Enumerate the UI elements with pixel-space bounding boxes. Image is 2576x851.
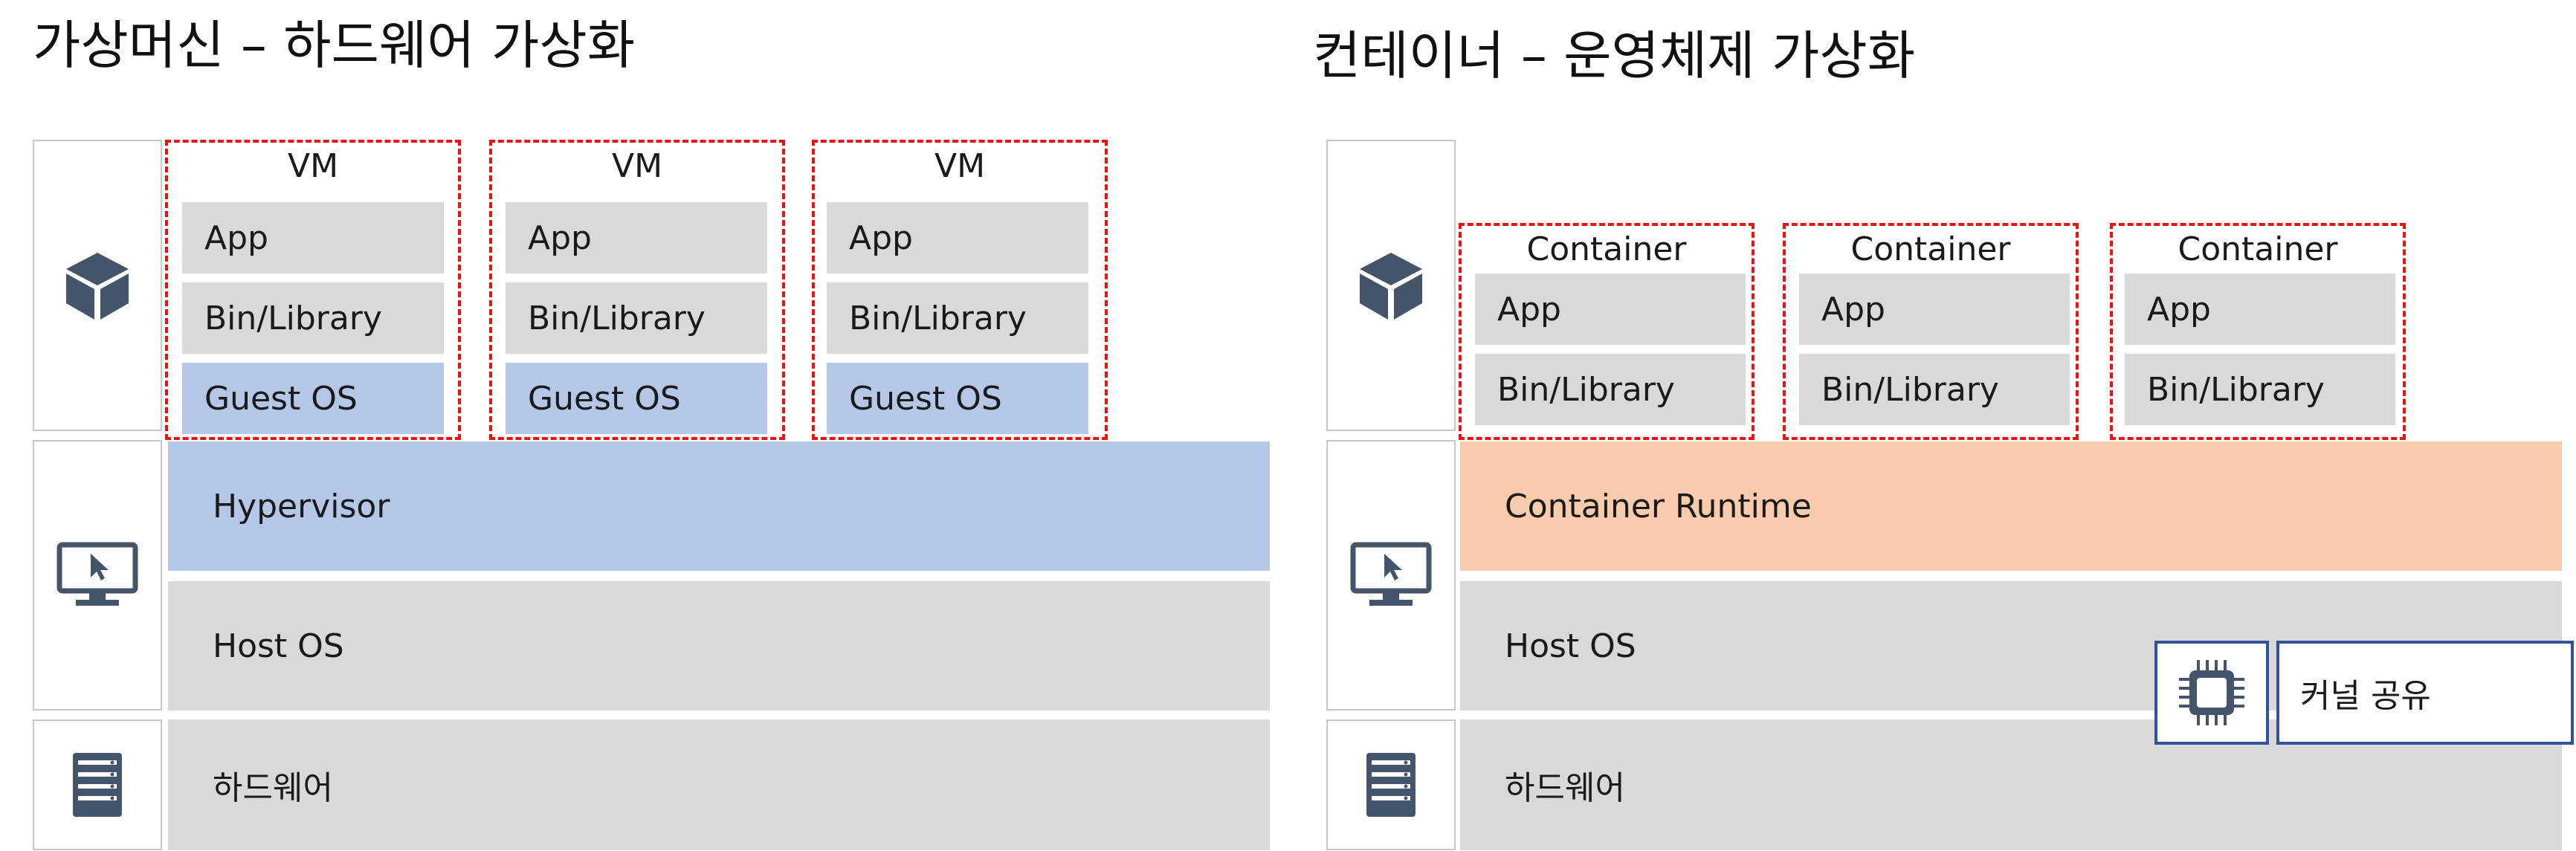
monitor-icon: [1350, 542, 1432, 606]
vm-guest-os-layer: Guest OS: [182, 363, 444, 434]
monitor-icon: [57, 542, 138, 606]
vm-app-layer: App: [506, 202, 767, 274]
container-label: Container: [1850, 230, 2011, 268]
vm-box: [812, 140, 1108, 440]
container-label: Container: [1526, 230, 1687, 268]
container-bin-library-layer: Bin/Library: [1799, 354, 2070, 425]
cube-icon: [1360, 253, 1422, 320]
container-box: [2110, 223, 2406, 440]
server-icon: [73, 753, 122, 817]
kernel-share-label: 커널 공유: [2276, 641, 2574, 745]
vm-hw-icon-box: [33, 719, 162, 850]
container-panel-title: 컨테이너 – 운영체제 가상화: [1313, 25, 1916, 86]
cube-icon: [66, 253, 129, 320]
container-app-layer: App: [1475, 274, 1746, 345]
container-label: Container: [2178, 230, 2338, 268]
container-box: [1783, 223, 2079, 440]
server-icon: [1366, 753, 1415, 817]
vm-label: VM: [287, 147, 339, 185]
container-hw-icon-box: [1326, 719, 1456, 850]
vm-app-icon-box: [33, 140, 162, 431]
hypervisor-layer: Hypervisor: [168, 441, 1270, 571]
container-app-layer: App: [2125, 274, 2395, 345]
container-app-layer: App: [1799, 274, 2070, 345]
vm-bin-library-layer: Bin/Library: [182, 282, 444, 354]
vm-guest-os-layer: Guest OS: [506, 363, 767, 434]
chip-icon: [2179, 660, 2244, 725]
vm-box: [165, 140, 461, 440]
vm-bin-library-layer: Bin/Library: [506, 282, 767, 354]
vm-box: [489, 140, 785, 440]
vm-panel-title: 가상머신 – 하드웨어 가상화: [33, 15, 636, 76]
vm-app-layer: App: [182, 202, 444, 274]
kernel-chip-box: [2154, 641, 2269, 745]
vm-hardware-layer: 하드웨어: [168, 719, 1270, 850]
vm-app-layer: App: [827, 202, 1088, 274]
vm-host-os-layer: Host OS: [168, 581, 1270, 711]
container-os-icon-box: [1326, 440, 1456, 711]
container-app-icon-box: [1326, 140, 1456, 431]
container-bin-library-layer: Bin/Library: [2125, 354, 2395, 425]
container-bin-library-layer: Bin/Library: [1475, 354, 1746, 425]
vm-guest-os-layer: Guest OS: [827, 363, 1088, 434]
container-box: [1459, 223, 1755, 440]
container-runtime-layer: Container Runtime: [1460, 441, 2562, 571]
vm-label: VM: [934, 147, 986, 185]
vm-bin-library-layer: Bin/Library: [827, 282, 1088, 354]
vm-label: VM: [611, 147, 663, 185]
vm-os-icon-box: [33, 440, 162, 711]
